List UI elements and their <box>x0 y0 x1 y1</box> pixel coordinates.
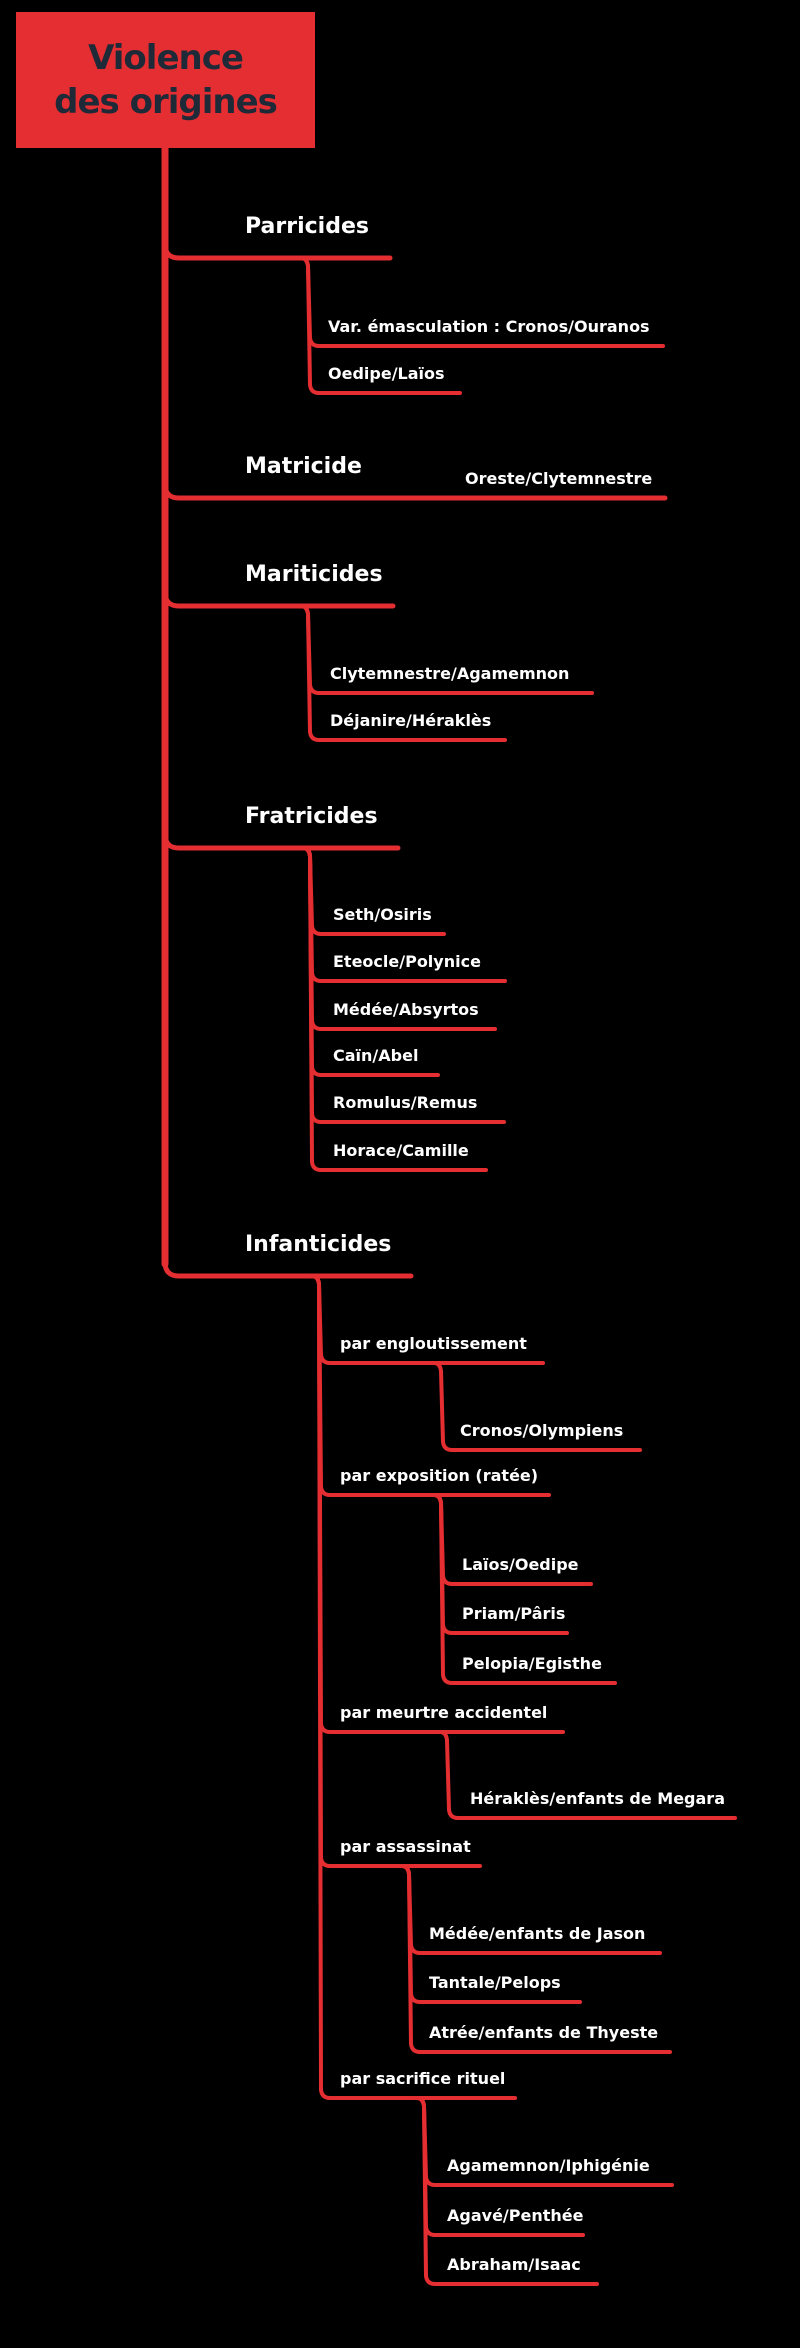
leaf-node[interactable]: Atrée/enfants de Thyeste <box>429 2023 659 2042</box>
leaf-connector <box>432 1493 617 1685</box>
leaf-node[interactable]: Laïos/Oedipe <box>462 1555 579 1574</box>
leaf-node[interactable]: Oedipe/Laïos <box>328 364 445 383</box>
category-connector <box>162 1259 414 1279</box>
leaf-connector <box>400 1864 672 2054</box>
leaf-connector <box>310 1274 517 2100</box>
leaf-node[interactable]: Caïn/Abel <box>333 1046 419 1065</box>
leaf-node[interactable]: Var. émasculation : Cronos/Ouranos <box>328 317 650 336</box>
leaf-node[interactable]: Romulus/Remus <box>333 1093 478 1112</box>
subcategory-node[interactable]: par sacrifice rituel <box>340 2069 506 2088</box>
category-node[interactable]: Fratricides <box>245 804 378 829</box>
leaf-node[interactable]: Pelopia/Egisthe <box>462 1654 602 1673</box>
subcategory-node[interactable]: par meurtre accidentel <box>340 1703 548 1722</box>
leaf-connector <box>432 1361 642 1452</box>
leaf-connector <box>438 1730 737 1820</box>
leaf-connector <box>415 2096 599 2286</box>
leaf-connector <box>299 256 462 395</box>
category-connector <box>162 831 401 851</box>
leaf-node[interactable]: Seth/Osiris <box>333 905 432 924</box>
leaf-node[interactable]: Priam/Pâris <box>462 1604 566 1623</box>
leaf-connector <box>301 846 488 1172</box>
leaf-node[interactable]: Cronos/Olympiens <box>460 1421 624 1440</box>
leaf-connector <box>299 604 507 742</box>
leaf-node[interactable]: Tantale/Pelops <box>429 1973 561 1992</box>
leaf-connector <box>310 1274 551 1497</box>
leaf-connector <box>301 846 506 1124</box>
leaf-node[interactable]: Abraham/Isaac <box>447 2255 581 2274</box>
leaf-node[interactable]: Héraklès/enfants de Megara <box>470 1789 725 1808</box>
leaf-node[interactable]: Agavé/Penthée <box>447 2206 584 2225</box>
category-node[interactable]: Infanticides <box>245 1232 392 1257</box>
leaf-node[interactable]: Médée/enfants de Jason <box>429 1924 646 1943</box>
leaf-node[interactable]: Clytemnestre/Agamemnon <box>330 664 570 683</box>
subcategory-node[interactable]: par exposition (ratée) <box>340 1466 539 1485</box>
leaf-node[interactable]: Médée/Absyrtos <box>333 1000 479 1019</box>
leaf-node[interactable]: Horace/Camille <box>333 1141 469 1160</box>
leaf-node[interactable]: Déjanire/Héraklès <box>330 711 492 730</box>
category-node[interactable]: Parricides <box>245 214 369 239</box>
category-connector <box>162 241 393 261</box>
category-connector <box>162 589 396 609</box>
subcategory-node[interactable]: par engloutissement <box>340 1334 527 1353</box>
leaf-node[interactable]: Eteocle/Polynice <box>333 952 481 971</box>
subcategory-node[interactable]: par assassinat <box>340 1837 471 1856</box>
leaf-node[interactable]: Agamemnon/Iphigénie <box>447 2156 650 2175</box>
leaf-node[interactable]: Oreste/Clytemnestre <box>465 469 653 488</box>
category-node[interactable]: Mariticides <box>245 562 383 587</box>
category-connector <box>162 481 668 501</box>
category-node[interactable]: Matricide <box>245 454 362 479</box>
